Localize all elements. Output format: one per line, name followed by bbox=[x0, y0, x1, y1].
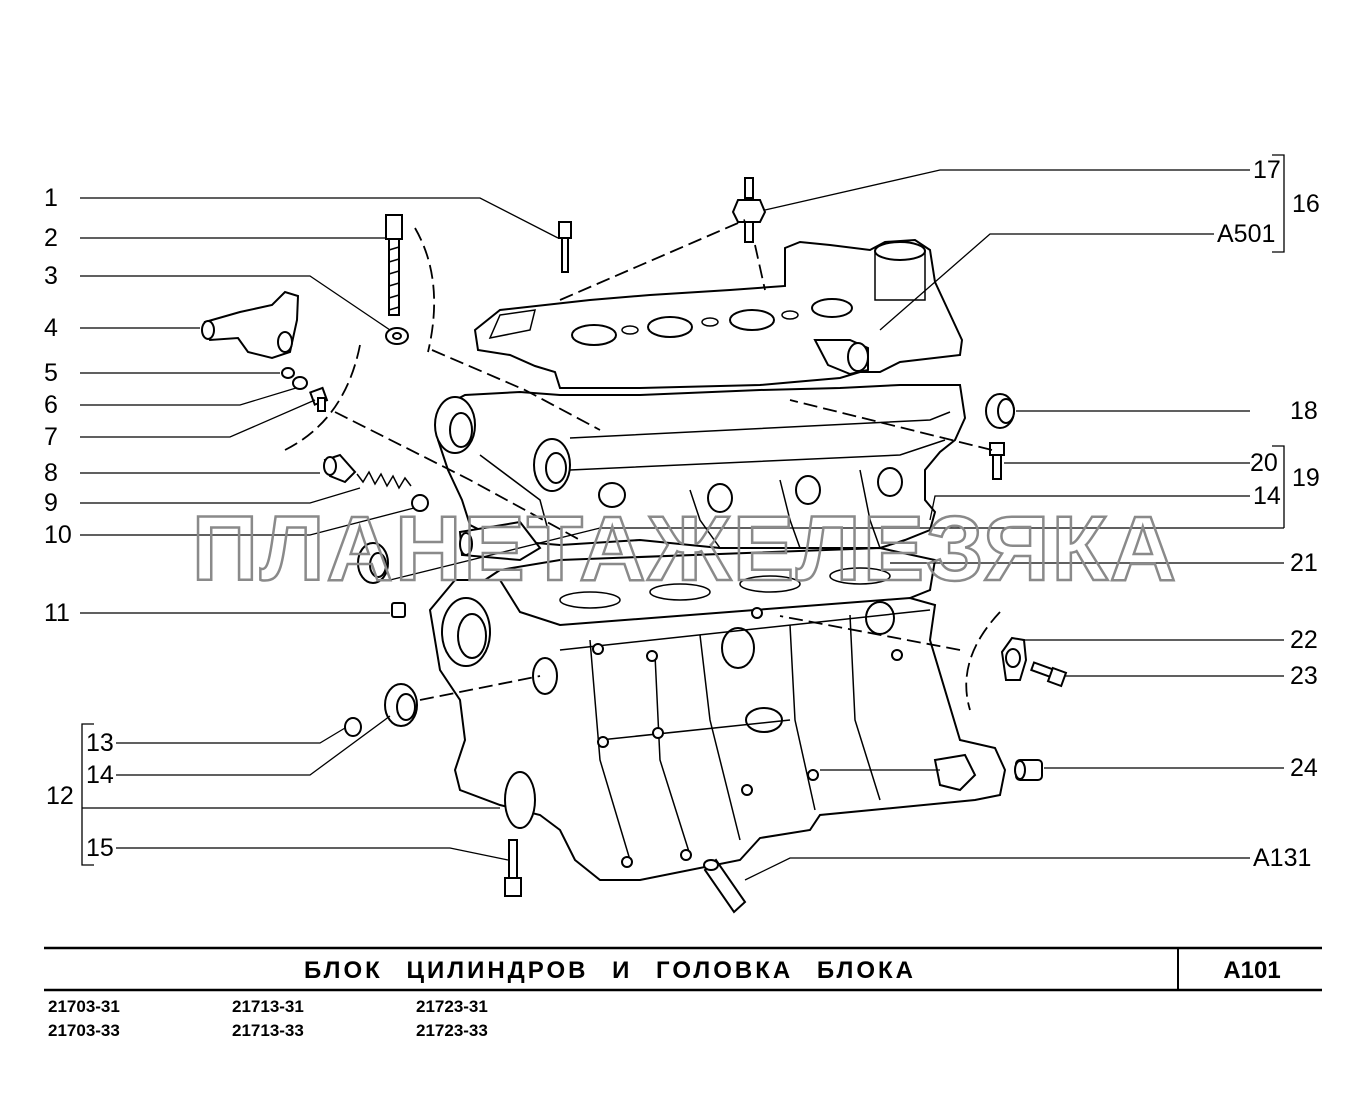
seal-ring-5 bbox=[281, 367, 295, 379]
watermark: ПЛАНЕТАЖЕЛЕЗЯКА bbox=[192, 498, 1178, 600]
callout-14-right: 14 bbox=[1253, 482, 1281, 510]
bolt-1 bbox=[558, 221, 572, 273]
callout-8: 8 bbox=[44, 459, 58, 487]
callout-7: 7 bbox=[44, 423, 58, 451]
callout-23: 23 bbox=[1290, 662, 1318, 690]
model-code: 21713-33 bbox=[232, 1021, 304, 1040]
model-code: 21703-33 bbox=[48, 1021, 120, 1040]
spring-9 bbox=[356, 470, 412, 490]
callout-a131: A131 bbox=[1253, 844, 1311, 872]
cylinder-block bbox=[428, 579, 1007, 881]
callout-labels: 1 2 3 4 5 6 7 8 9 10 11 13 14 15 12 17 A… bbox=[44, 156, 1320, 872]
diagram-code: A101 bbox=[1223, 957, 1280, 984]
diagram-title: БЛОК ЦИЛИНДРОВ И ГОЛОВКА БЛОКА bbox=[304, 957, 916, 984]
callout-14-left: 14 bbox=[86, 761, 114, 789]
leader-lines bbox=[80, 154, 1285, 881]
callout-24: 24 bbox=[1290, 754, 1318, 782]
stud-17 bbox=[731, 177, 767, 243]
knock-sensor-22 bbox=[1000, 636, 1028, 681]
callout-18: 18 bbox=[1290, 397, 1318, 425]
bushing-11 bbox=[391, 602, 406, 618]
plug-8 bbox=[323, 453, 357, 484]
cylinder-head-cover bbox=[473, 238, 964, 389]
callout-13: 13 bbox=[86, 729, 114, 757]
callout-21: 21 bbox=[1290, 549, 1318, 577]
callout-a501: A501 bbox=[1217, 220, 1275, 248]
bolt-15 bbox=[504, 839, 522, 897]
dowel-pin-a131 bbox=[703, 858, 747, 914]
model-code: 21703-31 bbox=[48, 997, 120, 1016]
callout-11: 11 bbox=[44, 599, 70, 627]
seal-18 bbox=[985, 393, 1015, 429]
title-block: БЛОК ЦИЛИНДРОВ И ГОЛОВКА БЛОКА A101 2170… bbox=[44, 946, 1322, 1040]
cylinder-head bbox=[434, 384, 967, 562]
callout-5: 5 bbox=[44, 359, 58, 387]
model-code: 21713-31 bbox=[232, 997, 304, 1016]
washer-6 bbox=[292, 376, 308, 390]
model-code: 21723-33 bbox=[416, 1021, 488, 1040]
callout-1: 1 bbox=[44, 184, 58, 212]
oil-seal-14-front bbox=[384, 683, 418, 727]
callout-2: 2 bbox=[44, 224, 58, 252]
bolt-20 bbox=[989, 442, 1005, 480]
callout-4: 4 bbox=[44, 314, 58, 342]
ball-10 bbox=[411, 494, 429, 512]
head-bolt-2 bbox=[385, 214, 403, 316]
callout-17: 17 bbox=[1253, 156, 1281, 184]
callout-12: 12 bbox=[46, 782, 74, 810]
bushing-24 bbox=[1014, 759, 1043, 781]
callout-15: 15 bbox=[86, 834, 114, 862]
assembly-dashed-lines bbox=[284, 219, 1001, 711]
callout-6: 6 bbox=[44, 391, 58, 419]
bolt-7 bbox=[309, 386, 329, 412]
coolant-fitting-4 bbox=[201, 290, 300, 360]
callout-9: 9 bbox=[44, 489, 58, 517]
plug-13 bbox=[344, 717, 362, 737]
callout-3: 3 bbox=[44, 262, 58, 290]
model-code: 21723-31 bbox=[416, 997, 488, 1016]
oil-seal-14 bbox=[357, 542, 389, 584]
callout-10: 10 bbox=[44, 521, 72, 549]
engine-drawing bbox=[201, 177, 1068, 914]
callout-19: 19 bbox=[1292, 464, 1320, 492]
callout-16: 16 bbox=[1292, 190, 1320, 218]
callout-22: 22 bbox=[1290, 626, 1318, 654]
callout-20: 20 bbox=[1250, 449, 1278, 477]
bolt-23 bbox=[1030, 661, 1068, 688]
